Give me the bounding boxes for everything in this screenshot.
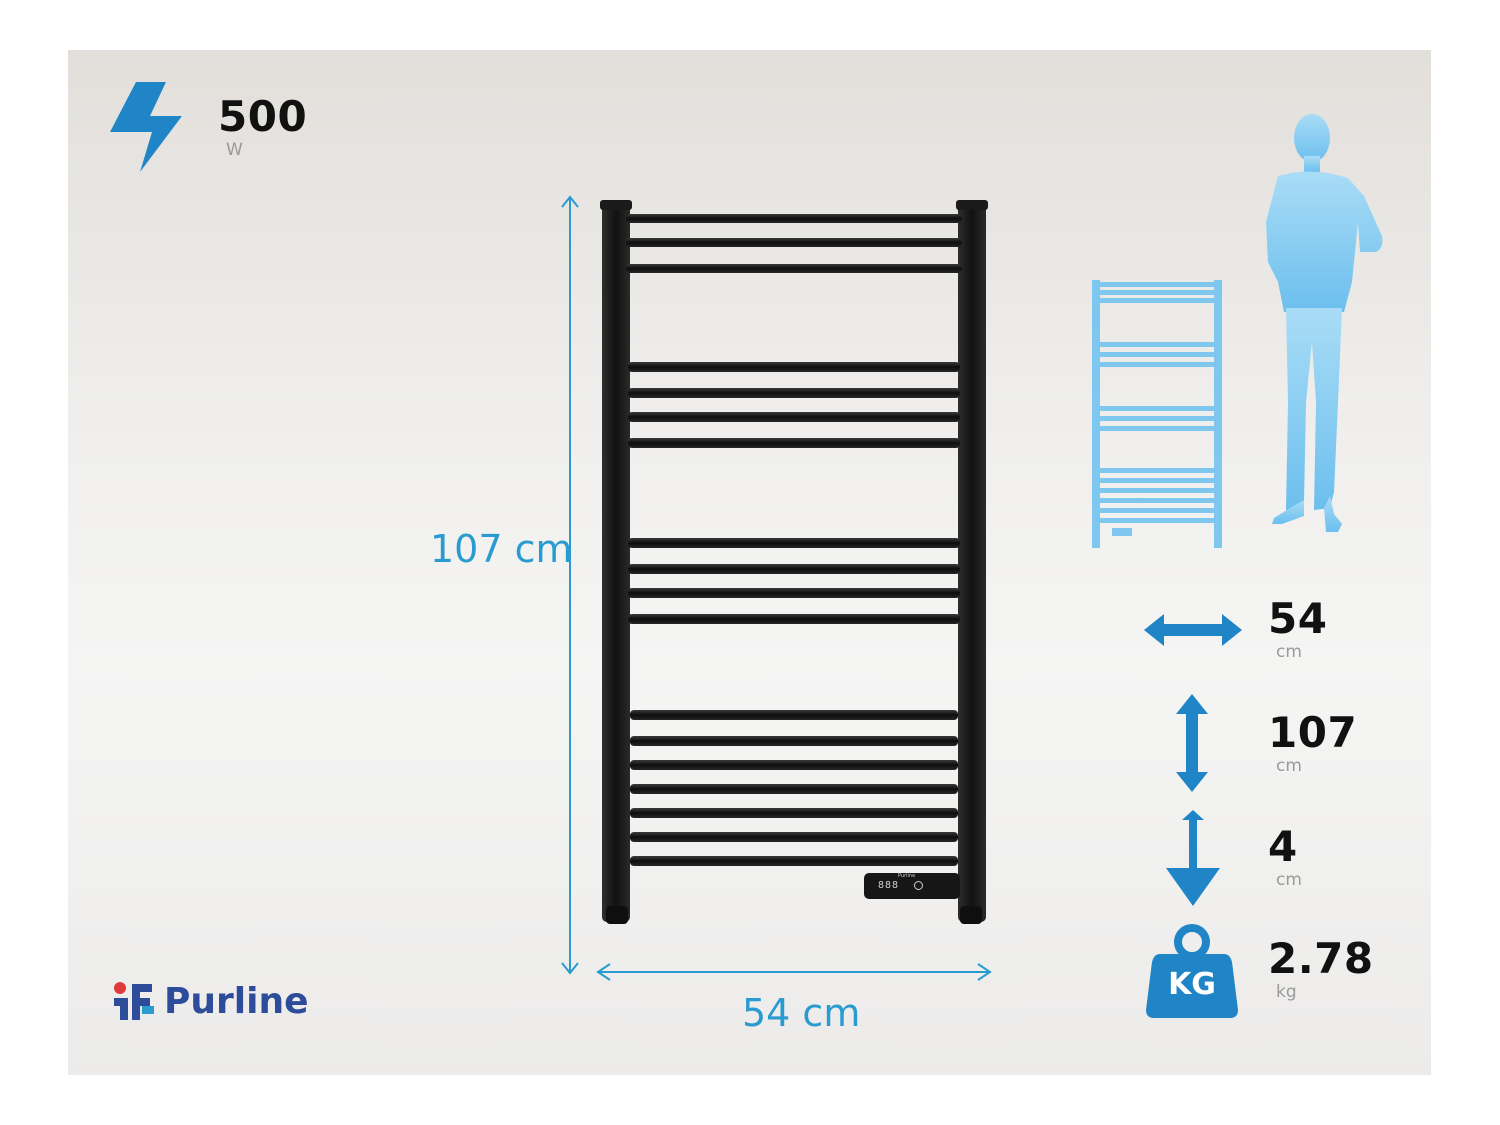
height-dimension-label: 107 cm bbox=[430, 527, 573, 571]
power-value: 500 bbox=[218, 92, 308, 141]
power-button-icon bbox=[914, 881, 923, 890]
product-panel: 500 W 107 cm 54 cm bbox=[68, 50, 1431, 1075]
depth-value: 4 bbox=[1268, 822, 1298, 871]
control-brand: Purline bbox=[898, 873, 916, 879]
brand-name: Purline bbox=[164, 981, 309, 1022]
radiator-silhouette bbox=[1088, 278, 1228, 550]
width-unit: cm bbox=[1276, 642, 1302, 662]
weight-unit: kg bbox=[1276, 982, 1297, 1002]
height-dimension-line bbox=[558, 195, 582, 977]
width-arrow-icon bbox=[1142, 610, 1244, 650]
height-unit: cm bbox=[1276, 756, 1302, 776]
weight-kg-icon: KG bbox=[1146, 924, 1238, 1018]
weight-icon-text: KG bbox=[1168, 967, 1216, 1002]
control-display: 888 bbox=[878, 880, 900, 891]
depth-unit: cm bbox=[1276, 870, 1302, 890]
height-arrow-icon bbox=[1172, 692, 1212, 794]
depth-arrow-icon bbox=[1162, 808, 1224, 908]
radiator-control-box: 888 Purline bbox=[864, 873, 960, 899]
power-unit: W bbox=[226, 140, 243, 160]
width-dimension-line bbox=[596, 960, 994, 984]
height-value: 107 bbox=[1268, 708, 1358, 757]
weight-value: 2.78 bbox=[1268, 934, 1374, 983]
person-silhouette bbox=[1264, 112, 1394, 538]
purline-logo-mark bbox=[112, 980, 156, 1022]
towel-radiator-image bbox=[598, 198, 990, 928]
width-dimension-label: 54 cm bbox=[742, 991, 861, 1035]
lightning-bolt-icon bbox=[108, 80, 184, 174]
width-value: 54 bbox=[1268, 594, 1328, 643]
